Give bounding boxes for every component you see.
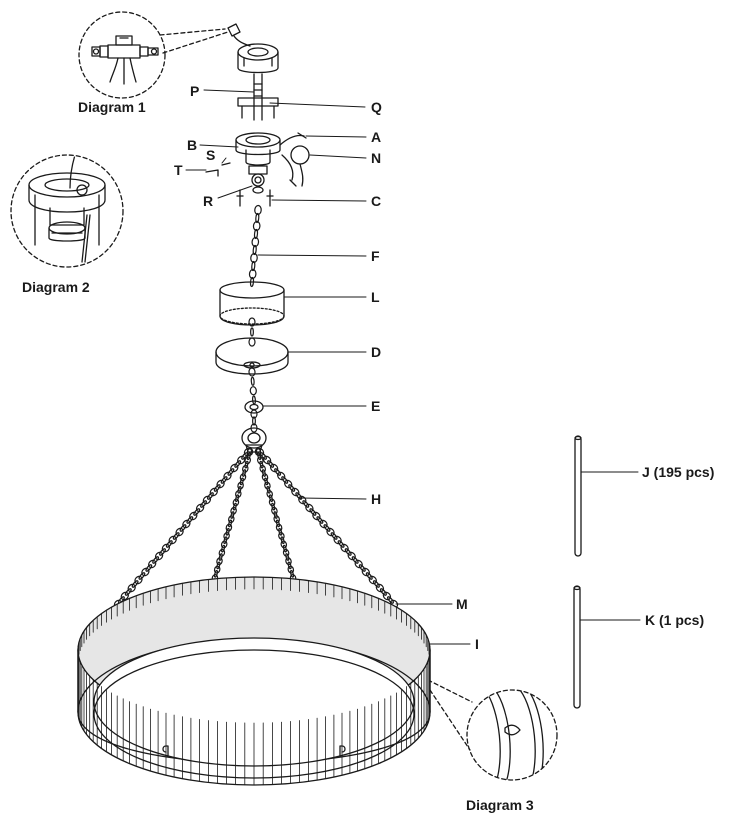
diagram-2-caption: Diagram 2 (22, 279, 90, 295)
callout-k: K (1 pcs) (645, 612, 705, 628)
chain-cover (219, 281, 285, 326)
callout-l: L (371, 289, 380, 305)
callout-s: S (206, 147, 216, 163)
swivel-coupling (244, 400, 264, 414)
callout-e: E (371, 398, 381, 414)
ceiling-mount-hardware (205, 23, 310, 207)
callout-q: Q (371, 99, 382, 115)
callout-j: J (195 pcs) (642, 464, 715, 480)
diagram-3-caption: Diagram 3 (466, 797, 534, 813)
callout-n: N (371, 150, 382, 166)
diagram-3-ring-joint-detail (427, 679, 558, 781)
diagram-1-caption: Diagram 1 (78, 99, 146, 115)
callout-d: D (371, 344, 382, 360)
hub-loop (241, 427, 267, 453)
callout-p: P (190, 83, 200, 99)
callout-t: T (174, 162, 183, 178)
rod-k-illustration (573, 585, 581, 709)
ring-rods (77, 576, 431, 786)
callout-c: C (371, 193, 382, 209)
callout-m: M (456, 596, 468, 612)
leader-lines (185, 89, 641, 645)
callout-f: F (371, 248, 380, 264)
diagram-2-canopy-detail (10, 154, 124, 268)
callout-r: R (203, 193, 214, 209)
rod-j-illustration (574, 435, 582, 557)
callout-i: I (475, 636, 479, 652)
callout-h: H (371, 491, 382, 507)
callout-b: B (187, 137, 198, 153)
callout-a: A (371, 129, 382, 145)
lower-chain (248, 317, 258, 433)
upper-chain (248, 204, 262, 288)
diagram-1-wire-connector-detail (78, 11, 229, 99)
